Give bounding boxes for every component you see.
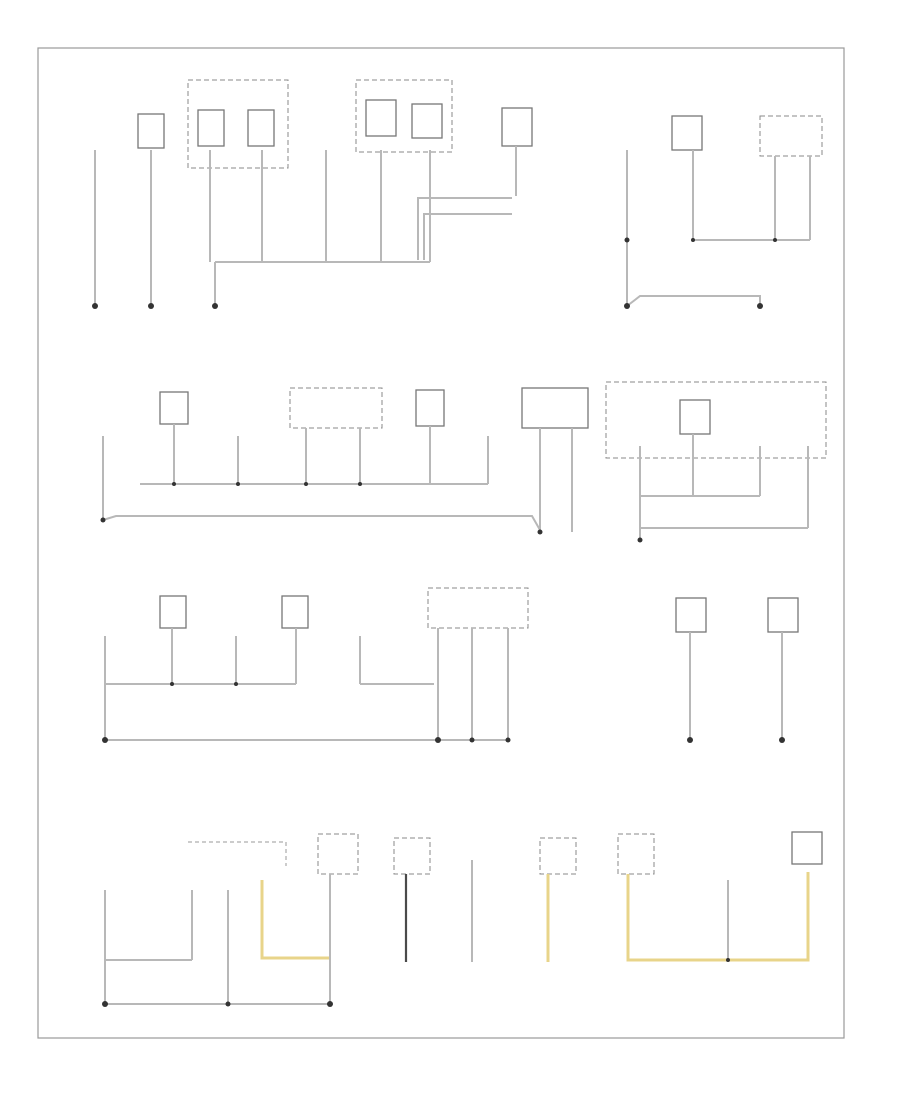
ground-node-r2-1 [100, 517, 106, 523]
unit-box-row2-b [521, 387, 589, 429]
oxygen-sensor-dashed-3 [539, 837, 577, 875]
module-box-top-right [671, 115, 703, 151]
wire-r1-splice [417, 197, 512, 260]
ground-node-r4-1 [102, 1001, 108, 1007]
diagram-frame [37, 47, 845, 1039]
lamp-box-1 [159, 391, 189, 425]
junction-dashed-box-row2 [605, 381, 827, 459]
splice-node-r3-2 [234, 682, 238, 686]
row-1 [92, 79, 823, 309]
oxygen-sensor-dashed-4 [617, 833, 655, 875]
splice-node-r1-1 [624, 237, 630, 243]
splice-node-r2-1 [172, 482, 176, 486]
ground-node-r3-3 [687, 737, 693, 743]
knock-sensor-box [791, 831, 823, 865]
splice-node-r2-2 [236, 482, 240, 486]
ground-node-r3-1 [102, 737, 108, 743]
ground-node-r3-4 [779, 737, 785, 743]
relay-box-1 [137, 113, 165, 149]
relay-box-2 [197, 109, 225, 147]
row-2 [100, 381, 827, 543]
row-3 [102, 587, 799, 743]
connector-dashed-box-right [759, 115, 823, 157]
dashed-component-row3 [427, 587, 529, 629]
wire-r4-yellow-3 [626, 872, 810, 962]
oxygen-sensor-dashed-2 [393, 837, 431, 875]
junction-dashed-box-left [187, 79, 289, 169]
unit-box-row2-a [415, 389, 445, 427]
ground-node-r1-2 [148, 303, 154, 309]
sensor-box-row3-a [675, 597, 707, 633]
ground-node-r1-5 [757, 303, 763, 309]
relay-box-3 [247, 109, 275, 147]
row-4 [102, 831, 823, 1007]
ground-node-r4-2 [327, 1001, 333, 1007]
junction-dashed-box-center [355, 79, 453, 153]
ground-node-r1-1 [92, 303, 98, 309]
splice-node-r4-2 [726, 958, 730, 962]
wire-r4-dashed [188, 841, 287, 866]
ground-node-r2-2 [537, 529, 543, 535]
switch-box-row2 [679, 399, 711, 435]
heater-box-1 [159, 595, 187, 629]
sensor-box-row3-b [767, 597, 799, 633]
wire-r2-j [102, 515, 541, 531]
splice-node-r2-3 [304, 482, 308, 486]
ground-node-r1-3 [212, 303, 218, 309]
splice-node-r1-2 [691, 238, 695, 242]
wire-r1-p [626, 295, 761, 307]
splice-node-r2-4 [358, 482, 362, 486]
splice-node-r1-3 [773, 238, 777, 242]
sensor-box-1 [365, 99, 397, 137]
splice-node-r4-1 [225, 1001, 231, 1007]
ground-node-r3-2 [435, 737, 441, 743]
splice-node-r3-4 [505, 737, 511, 743]
ground-node-r2-3 [637, 537, 643, 543]
wire-r1-splice-2 [423, 213, 512, 260]
dashed-component-row2 [289, 387, 383, 429]
ground-node-r1-4 [624, 303, 630, 309]
splice-node-r3-3 [469, 737, 475, 743]
wire-r4-yellow-1 [260, 880, 330, 960]
heater-box-2 [281, 595, 309, 629]
sensor-box-2 [411, 103, 443, 139]
module-box-top [501, 107, 533, 147]
oxygen-sensor-dashed-1 [317, 833, 359, 875]
splice-node-r3-1 [170, 682, 174, 686]
